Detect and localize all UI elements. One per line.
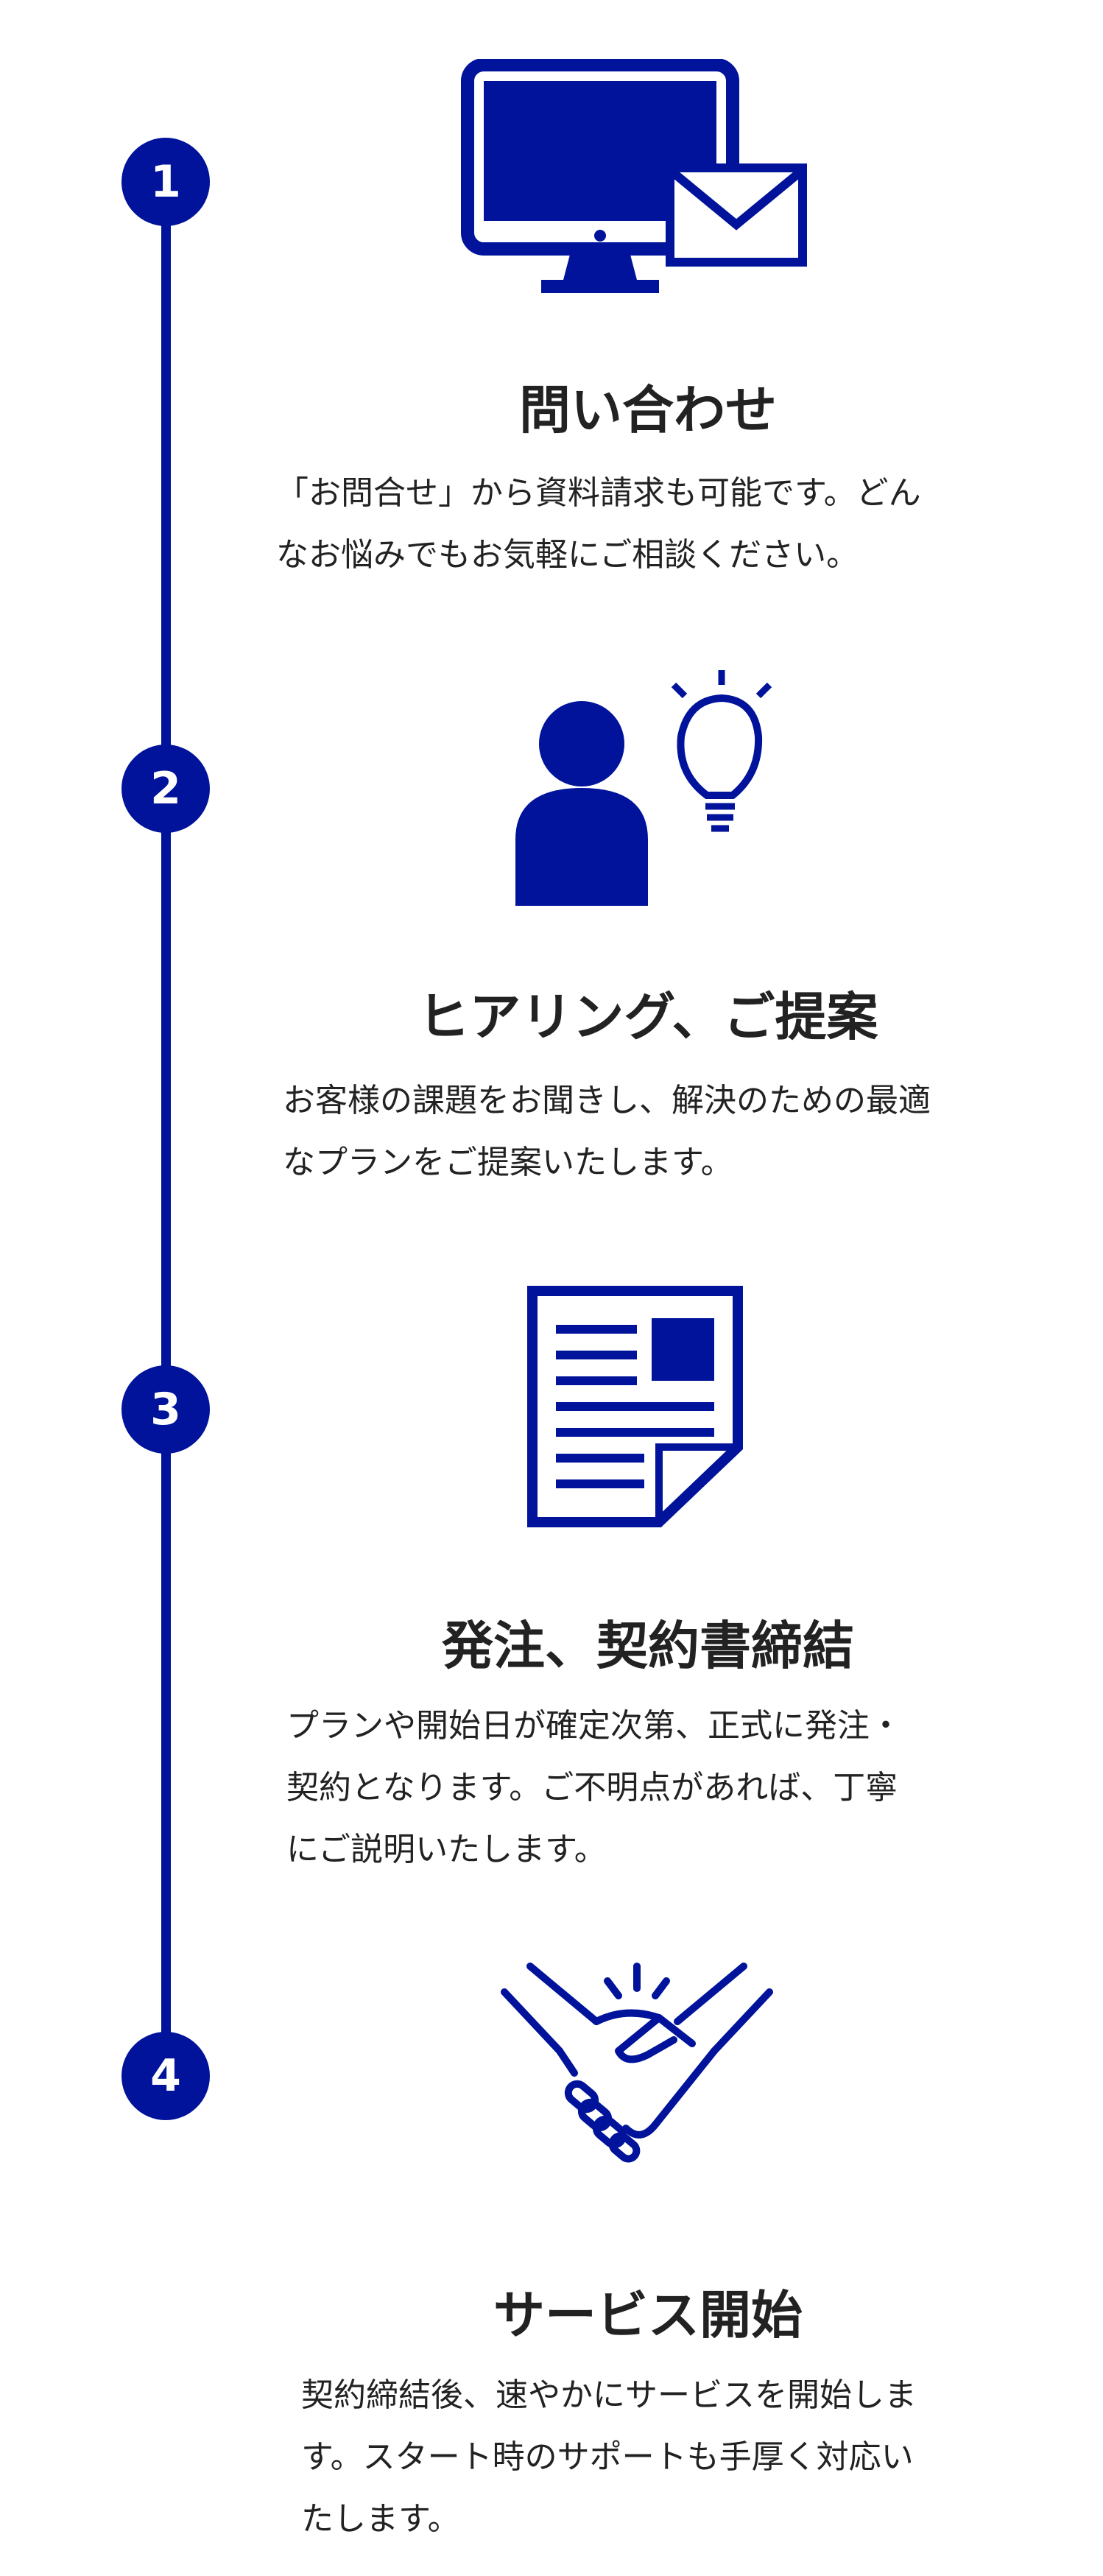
computer-mail-icon bbox=[461, 59, 807, 293]
description-line: にご説明いたします。 bbox=[286, 1831, 607, 1868]
description-line: お客様の課題をお聞きし、解決のための最適 bbox=[283, 1082, 931, 1119]
description-line: プランや開始日が確定次第、正式に発注・ bbox=[286, 1707, 902, 1745]
step-number-2: 2 bbox=[121, 745, 210, 833]
step-description-1: 「お問合せ」から資料請求も可能です。どん なお悩みでもお気軽にご相談ください。 bbox=[276, 462, 921, 586]
step-title-1: 問い合わせ bbox=[519, 380, 777, 440]
handshake-icon bbox=[501, 1963, 773, 2163]
description-line: たします。 bbox=[301, 2500, 460, 2538]
step-description-3: プランや開始日が確定次第、正式に発注・ 契約となります。ご不明点があれば、丁寧 … bbox=[286, 1695, 902, 1881]
timeline-line bbox=[161, 182, 171, 2076]
description-line: なお悩みでもお気軽にご相談ください。 bbox=[276, 536, 859, 574]
step-title-4: サービス開始 bbox=[493, 2285, 803, 2346]
person-lightbulb-icon bbox=[515, 670, 772, 906]
step-number-1: 1 bbox=[121, 138, 210, 226]
step-description-2: お客様の課題をお聞きし、解決のための最適 なプランをご提案いたします。 bbox=[283, 1070, 931, 1194]
description-line: 「お問合せ」から資料請求も可能です。どん bbox=[276, 474, 921, 512]
step-title-3: 発注、契約書締結 bbox=[442, 1616, 854, 1676]
step-description-4: 契約締結後、速やかにサービスを開始しま す。スタート時のサポートも手厚く対応い … bbox=[301, 2365, 917, 2550]
step-number-3: 3 bbox=[121, 1365, 210, 1454]
description-line: す。スタート時のサポートも手厚く対応い bbox=[301, 2438, 914, 2476]
step-title-2: ヒアリング、ご提案 bbox=[417, 987, 878, 1047]
step-number-4: 4 bbox=[121, 2032, 210, 2120]
document-icon bbox=[527, 1286, 743, 1527]
description-line: 契約となります。ご不明点があれば、丁寧 bbox=[286, 1769, 898, 1806]
description-line: 契約締結後、速やかにサービスを開始しま bbox=[301, 2376, 917, 2414]
description-line: なプランをご提案いたします。 bbox=[283, 1144, 733, 1181]
